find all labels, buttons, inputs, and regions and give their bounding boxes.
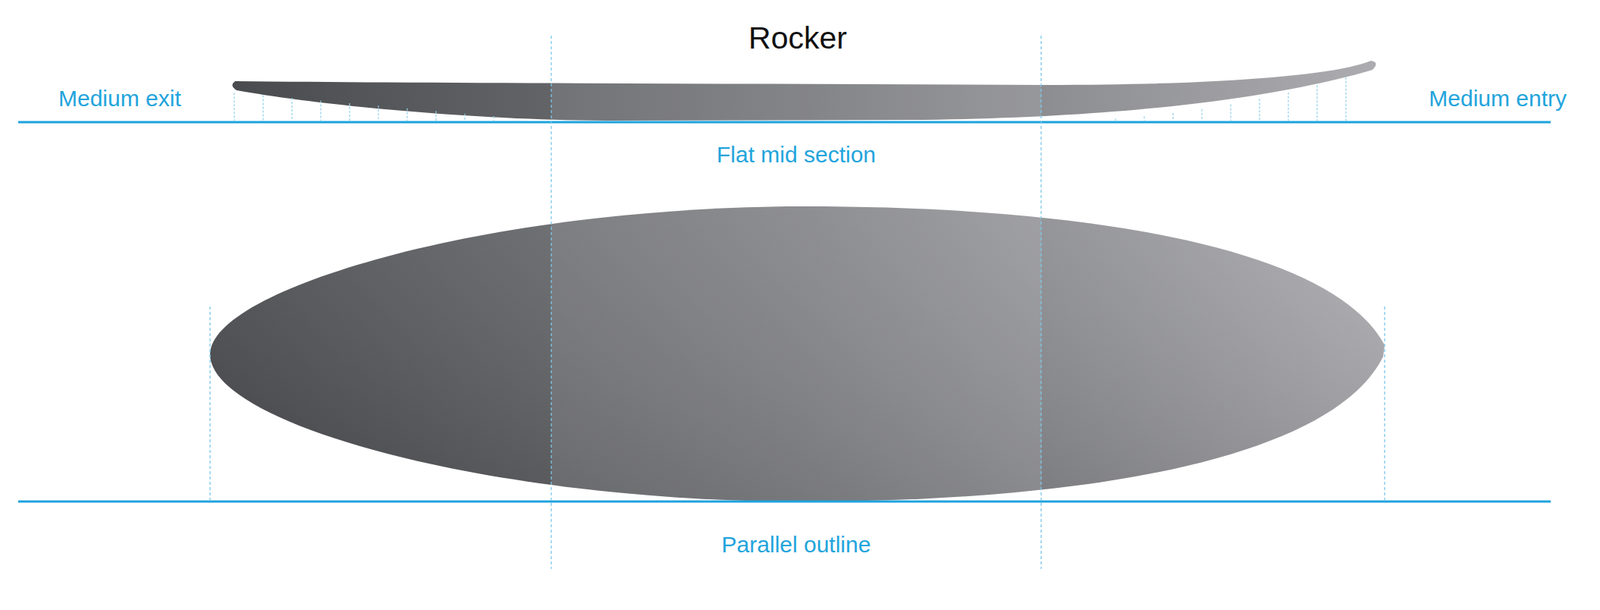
rocker-tick [1085, 120, 1087, 122]
baseline [18, 121, 1551, 124]
section-label: Medium entry [1428, 85, 1567, 111]
section-line [550, 35, 552, 569]
rocker-tick [1172, 112, 1174, 122]
diagram-title: Rocker [748, 21, 848, 56]
rocker-tick [492, 116, 494, 122]
section-label: Medium exit [58, 85, 182, 111]
rocker-tick [291, 97, 292, 122]
rocker-tick [233, 92, 235, 122]
rocker-tick [377, 105, 379, 122]
end-line [209, 306, 211, 500]
rocker-tick [406, 108, 408, 122]
rocker-tick [348, 103, 350, 122]
rocker-tick [320, 100, 321, 122]
rocker-tick [1345, 77, 1346, 122]
mid-highlight [551, 75, 1042, 123]
rocker-tick [1287, 92, 1289, 122]
rocker-tick [1258, 98, 1260, 122]
rocker-tick [435, 110, 437, 122]
baseline [18, 500, 1551, 503]
rocker-tick [1201, 109, 1202, 122]
rocker-tick [1114, 119, 1116, 122]
mid-highlight [551, 203, 1042, 504]
end-line [1383, 306, 1385, 500]
rocker-tick [1229, 104, 1231, 122]
section-line [1040, 35, 1042, 569]
rocker-tick [1143, 116, 1145, 122]
rocker-tick [1316, 84, 1318, 122]
rocker-tick [262, 95, 264, 122]
rocker-tick [464, 113, 465, 122]
section-label: Flat mid section [716, 141, 876, 167]
section-label: Parallel outline [721, 531, 872, 557]
rocker-ticks [234, 77, 1346, 122]
